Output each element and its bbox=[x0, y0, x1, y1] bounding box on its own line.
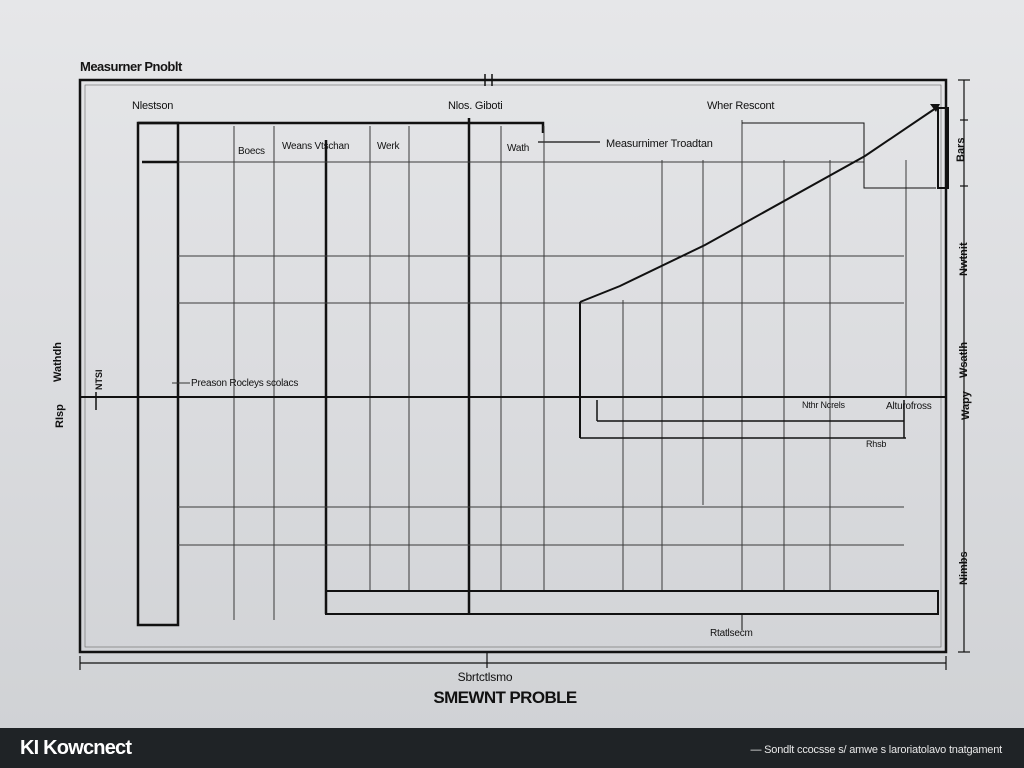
trend-arrow bbox=[930, 104, 940, 112]
marker-label: NTSI bbox=[94, 369, 104, 390]
right-note-3: Rhsb bbox=[866, 439, 887, 449]
top-notch bbox=[484, 74, 493, 86]
outer-frame-inner bbox=[84, 84, 942, 648]
trend-line bbox=[579, 107, 937, 303]
grid-horizontals bbox=[178, 161, 904, 546]
header-label-4: Wath bbox=[507, 143, 530, 154]
label-col-right: Wher Rescont bbox=[707, 100, 775, 112]
side-label-right-5: Nimbs bbox=[958, 551, 970, 585]
header-bar bbox=[138, 121, 545, 133]
side-label-left-1: Wathdh bbox=[52, 342, 64, 382]
caption-big: SMEWNT PROBLE bbox=[433, 688, 577, 707]
side-label-left-2: RIsp bbox=[54, 404, 66, 428]
middle-note: Preason Rocleys scolacs bbox=[191, 378, 299, 389]
side-label-right-4: Wapy bbox=[960, 391, 972, 420]
header-label-3: Werk bbox=[377, 141, 400, 152]
bottom-bar bbox=[325, 590, 939, 615]
header-right-box bbox=[742, 122, 936, 189]
header-label-1: Boecs bbox=[238, 146, 265, 157]
header-label-2: Weans Vtschan bbox=[282, 141, 350, 152]
outer-frame bbox=[78, 78, 948, 654]
right-tab bbox=[937, 107, 949, 189]
right-note-2: Alturofross bbox=[886, 401, 932, 412]
footer-brand: KI Kowcnect bbox=[20, 737, 132, 759]
side-label-right-2: Nwtnit bbox=[958, 242, 970, 276]
side-label-right-1: Bars bbox=[955, 137, 967, 162]
header-label-5: Measurnimer Troadtan bbox=[606, 138, 713, 150]
label-col-mid: Nlos. Giboti bbox=[448, 100, 503, 112]
grid-verticals bbox=[233, 120, 907, 620]
left-column bbox=[136, 121, 180, 627]
diagram-title: Measurner Pnoblt bbox=[80, 59, 182, 74]
right-note-1: Nthr Ncrels bbox=[802, 400, 845, 410]
bottom-note: Rtatlsecm bbox=[710, 628, 753, 639]
measurement-diagram bbox=[78, 74, 970, 670]
footer-bar: KI Kowcnect — Sondlt ccocsse s/ amwe s l… bbox=[0, 728, 1024, 768]
label-col-left: Nlestson bbox=[132, 100, 174, 112]
caption-small: Sbrtctlsmo bbox=[457, 670, 513, 684]
bottom-dimension bbox=[79, 652, 947, 670]
side-label-right-3: Wsatlh bbox=[958, 341, 970, 378]
footer-tagline: — Sondlt ccocsse s/ amwe s laroriatolavo… bbox=[750, 744, 1003, 756]
right-dimension bbox=[958, 79, 970, 653]
